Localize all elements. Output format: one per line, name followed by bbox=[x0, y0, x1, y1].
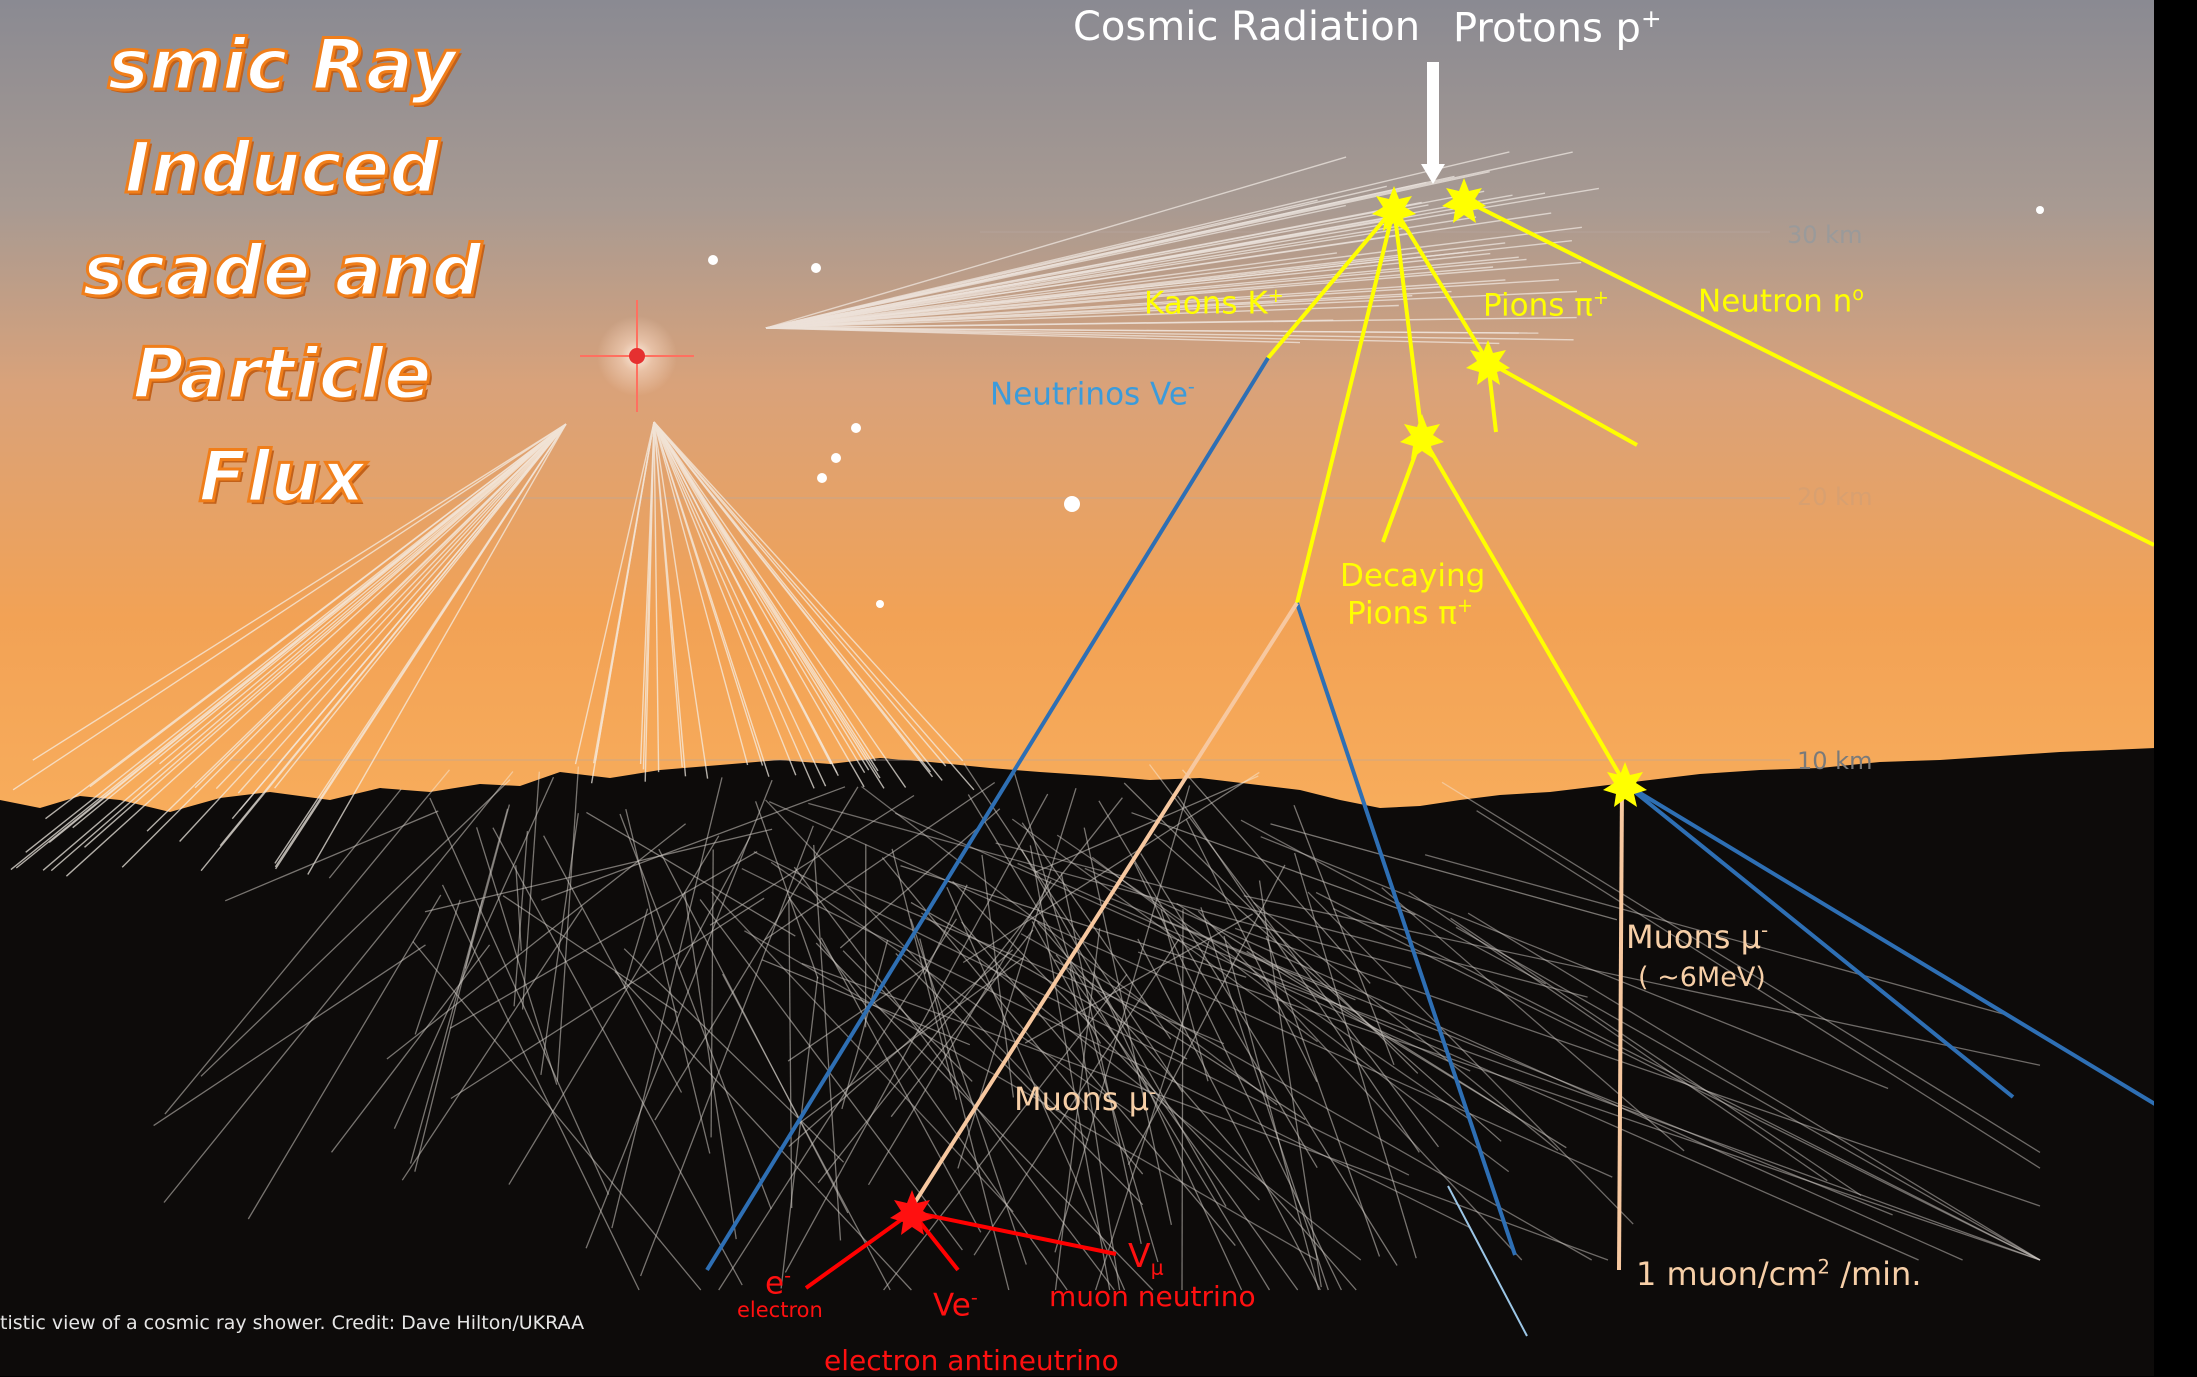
muons-right-label: Muons μ- bbox=[1626, 918, 1768, 956]
right-edge-bar bbox=[2154, 0, 2197, 1376]
decaying-pions-label: Decaying Pions π+ bbox=[1340, 558, 1480, 631]
title-line-2: scade and Particle bbox=[0, 220, 622, 426]
vmu-label: Vμ bbox=[1128, 1236, 1164, 1280]
protons-label: Protons p+ bbox=[1453, 4, 1662, 51]
ve-label: Ve- bbox=[933, 1286, 978, 1323]
altitude-10km: 10 km bbox=[1797, 747, 1872, 775]
muon-flux-label: 1 muon/cm2 /min. bbox=[1636, 1255, 1921, 1293]
title-line-1: smic Ray Induced bbox=[0, 14, 622, 220]
pions-label: Pions π+ bbox=[1483, 286, 1609, 323]
altitude-20km: 20 km bbox=[1797, 483, 1872, 511]
cosmic-radiation-label: Cosmic Radiation bbox=[1073, 4, 1420, 50]
muons-left-label: Muons μ- bbox=[1014, 1080, 1156, 1118]
neutrinos-label: Neutrinos Ve- bbox=[990, 375, 1195, 412]
electron-symbol: e- bbox=[765, 1264, 791, 1301]
neutron-label: Neutron no bbox=[1698, 282, 1864, 319]
electron-name-label: electron bbox=[737, 1298, 823, 1322]
electron-antineutrino-label: electron antineutrino bbox=[824, 1344, 1119, 1377]
diagram-title: smic Ray Induced scade and Particle Flux bbox=[0, 14, 622, 529]
muon-neutrino-label: muon neutrino bbox=[1049, 1280, 1256, 1313]
title-line-3: Flux bbox=[0, 426, 622, 529]
altitude-30km: 30 km bbox=[1787, 221, 1862, 249]
kaons-label: Kaons K+ bbox=[1144, 284, 1284, 321]
image-credit: tistic view of a cosmic ray shower. Cred… bbox=[0, 1312, 584, 1334]
muons-energy-label: ( ~6MeV) bbox=[1638, 962, 1766, 993]
